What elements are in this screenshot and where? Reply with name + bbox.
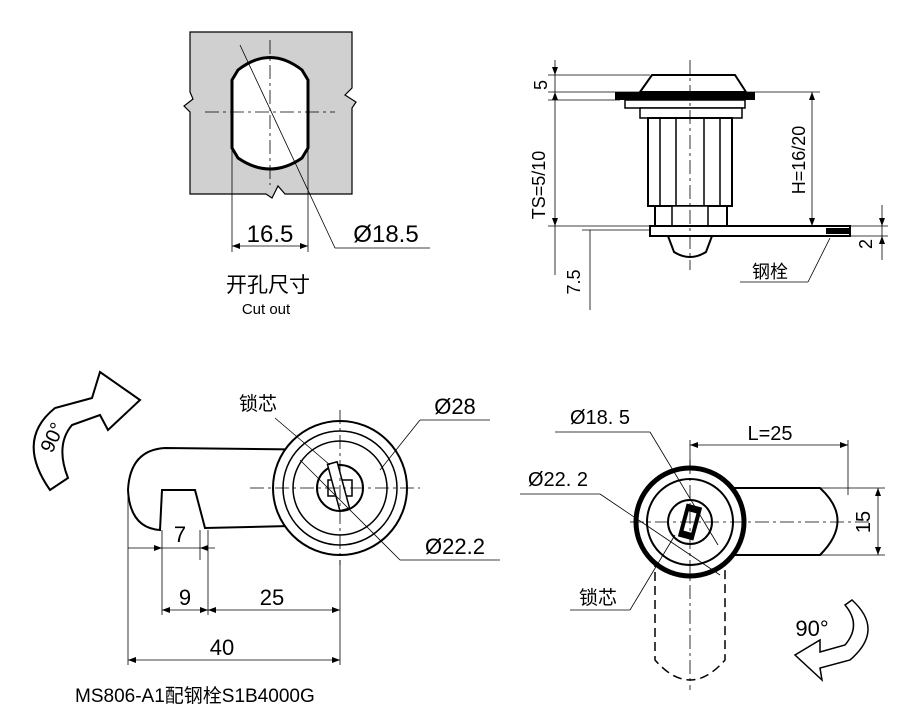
- dim-25-label: 25: [260, 585, 284, 610]
- cam-thickness-label: 2: [856, 239, 876, 249]
- cam-label: 钢栓: [752, 262, 788, 282]
- rear-d185-label: Ø18. 5: [570, 407, 630, 429]
- cutout-diameter-label: Ø18.5: [353, 221, 418, 248]
- rear-view-drawing: Ø18. 5 Ø22. 2 L=25 15 锁芯 90°: [520, 407, 885, 690]
- cutout-caption-en: Cut out: [242, 301, 291, 318]
- model-caption: MS806-A1配钢栓S1B4000G: [75, 685, 315, 707]
- inner-diameter-label: Ø22.2: [425, 534, 485, 559]
- h-label: H=16/20: [789, 126, 809, 195]
- cutout-caption-cn: 开孔尺寸: [226, 274, 310, 297]
- side-view-drawing: 5 TS=5/10 7.5 H=16/20 2 钢栓: [529, 60, 888, 310]
- ts-label: TS=5/10: [529, 151, 549, 220]
- rear-rotation-label: 90°: [795, 616, 828, 641]
- top-thickness-label: 5: [531, 80, 551, 90]
- dim-7-label: 7: [174, 522, 186, 547]
- bottom-offset-label: 7.5: [564, 269, 584, 294]
- dim-9-label: 9: [179, 585, 191, 610]
- front-view-drawing: 90° 锁芯 Ø28 Ø22.2 7 9: [32, 370, 500, 707]
- rear-d222-label: Ø22. 2: [528, 469, 588, 491]
- rear-width-label: 15: [853, 511, 875, 533]
- rear-length-label: L=25: [747, 423, 792, 445]
- rotation-arrow-icon: [32, 370, 142, 492]
- outer-diameter-label: Ø28: [434, 394, 476, 419]
- core-label: 锁芯: [239, 393, 277, 415]
- rear-core-label: 锁芯: [579, 587, 617, 609]
- rear-rotation-arrow-icon: [793, 599, 869, 683]
- cutout-drawing: 16.5 Ø18.5 开孔尺寸 Cut out: [183, 31, 430, 318]
- dim-40-label: 40: [210, 635, 234, 660]
- cutout-hole: [230, 56, 310, 171]
- cutout-width-label: 16.5: [247, 221, 294, 248]
